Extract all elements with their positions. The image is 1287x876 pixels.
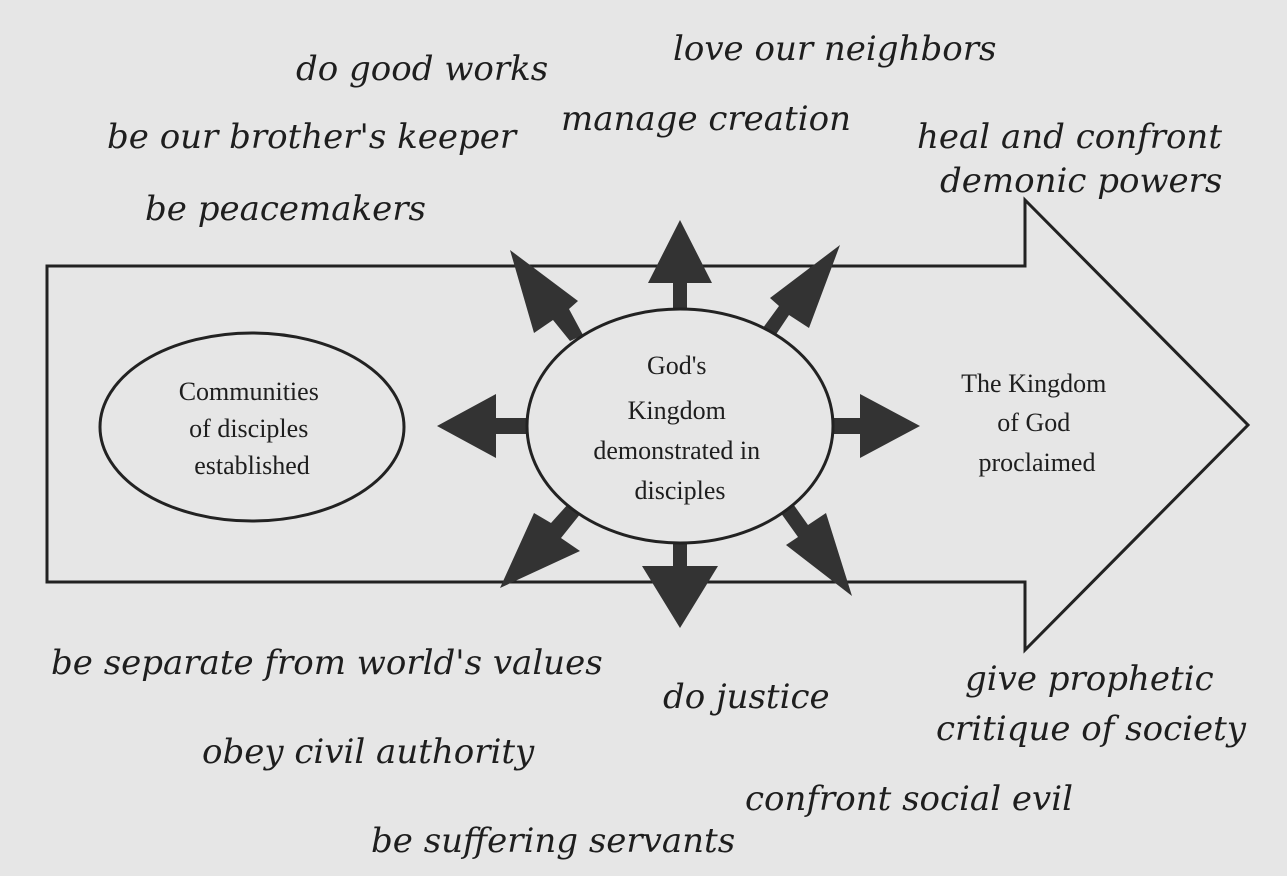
label-heal-confront-line-2: demonic powers	[940, 161, 1222, 201]
center-line-1: God's	[647, 351, 707, 380]
label-prophetic-line-1: give prophetic	[965, 659, 1214, 699]
label-do-good-works: do good works	[296, 49, 548, 89]
arrow-up	[648, 220, 712, 310]
center-line-4: disciples	[635, 476, 726, 505]
proclaimed-line-3: proclaimed	[979, 448, 1096, 477]
label-heal-confront-line-1: heal and confront	[917, 117, 1222, 157]
arrow-up-right	[760, 245, 840, 339]
label-obey-authority: obey civil authority	[202, 732, 535, 772]
arrow-left	[437, 394, 532, 458]
communities-text: Communities of disciples established	[179, 377, 326, 480]
radiating-arrows	[437, 220, 920, 628]
proclaimed-line-1: The Kingdom	[961, 369, 1106, 398]
communities-ellipse	[98, 331, 406, 523]
center-line-3: demonstrated in	[593, 436, 760, 465]
communities-line-2: of disciples	[189, 414, 308, 443]
communities-line-3: established	[194, 451, 310, 480]
communities-line-1: Communities	[179, 377, 319, 406]
label-confront-evil: confront social evil	[745, 779, 1073, 819]
arrow-down	[642, 540, 718, 628]
kingdom-proclaimed-text: The Kingdom of God proclaimed	[961, 369, 1113, 477]
kingdom-arrow-outline	[45, 196, 1251, 654]
arrow-up-left	[510, 250, 583, 341]
proclaimed-line-2: of God	[997, 408, 1070, 437]
label-prophetic-line-2: critique of society	[936, 709, 1247, 749]
label-manage-creation: manage creation	[561, 99, 851, 139]
arrow-down-left	[500, 503, 581, 588]
kingdom-demonstrated-text: God's Kingdom demonstrated in disciples	[593, 351, 766, 505]
arrow-down-right	[778, 501, 852, 596]
label-peacemakers: be peacemakers	[145, 189, 426, 229]
label-do-justice: do justice	[663, 677, 830, 717]
center-line-2: Kingdom	[628, 396, 726, 425]
kingdom-demonstrated-ellipse	[525, 307, 835, 545]
label-brothers-keeper: be our brother's keeper	[107, 117, 518, 157]
label-suffering-servants: be suffering servants	[371, 821, 735, 861]
label-separate-values: be separate from world's values	[51, 643, 603, 683]
label-love-neighbors: love our neighbors	[673, 29, 996, 69]
arrow-right	[828, 394, 920, 458]
